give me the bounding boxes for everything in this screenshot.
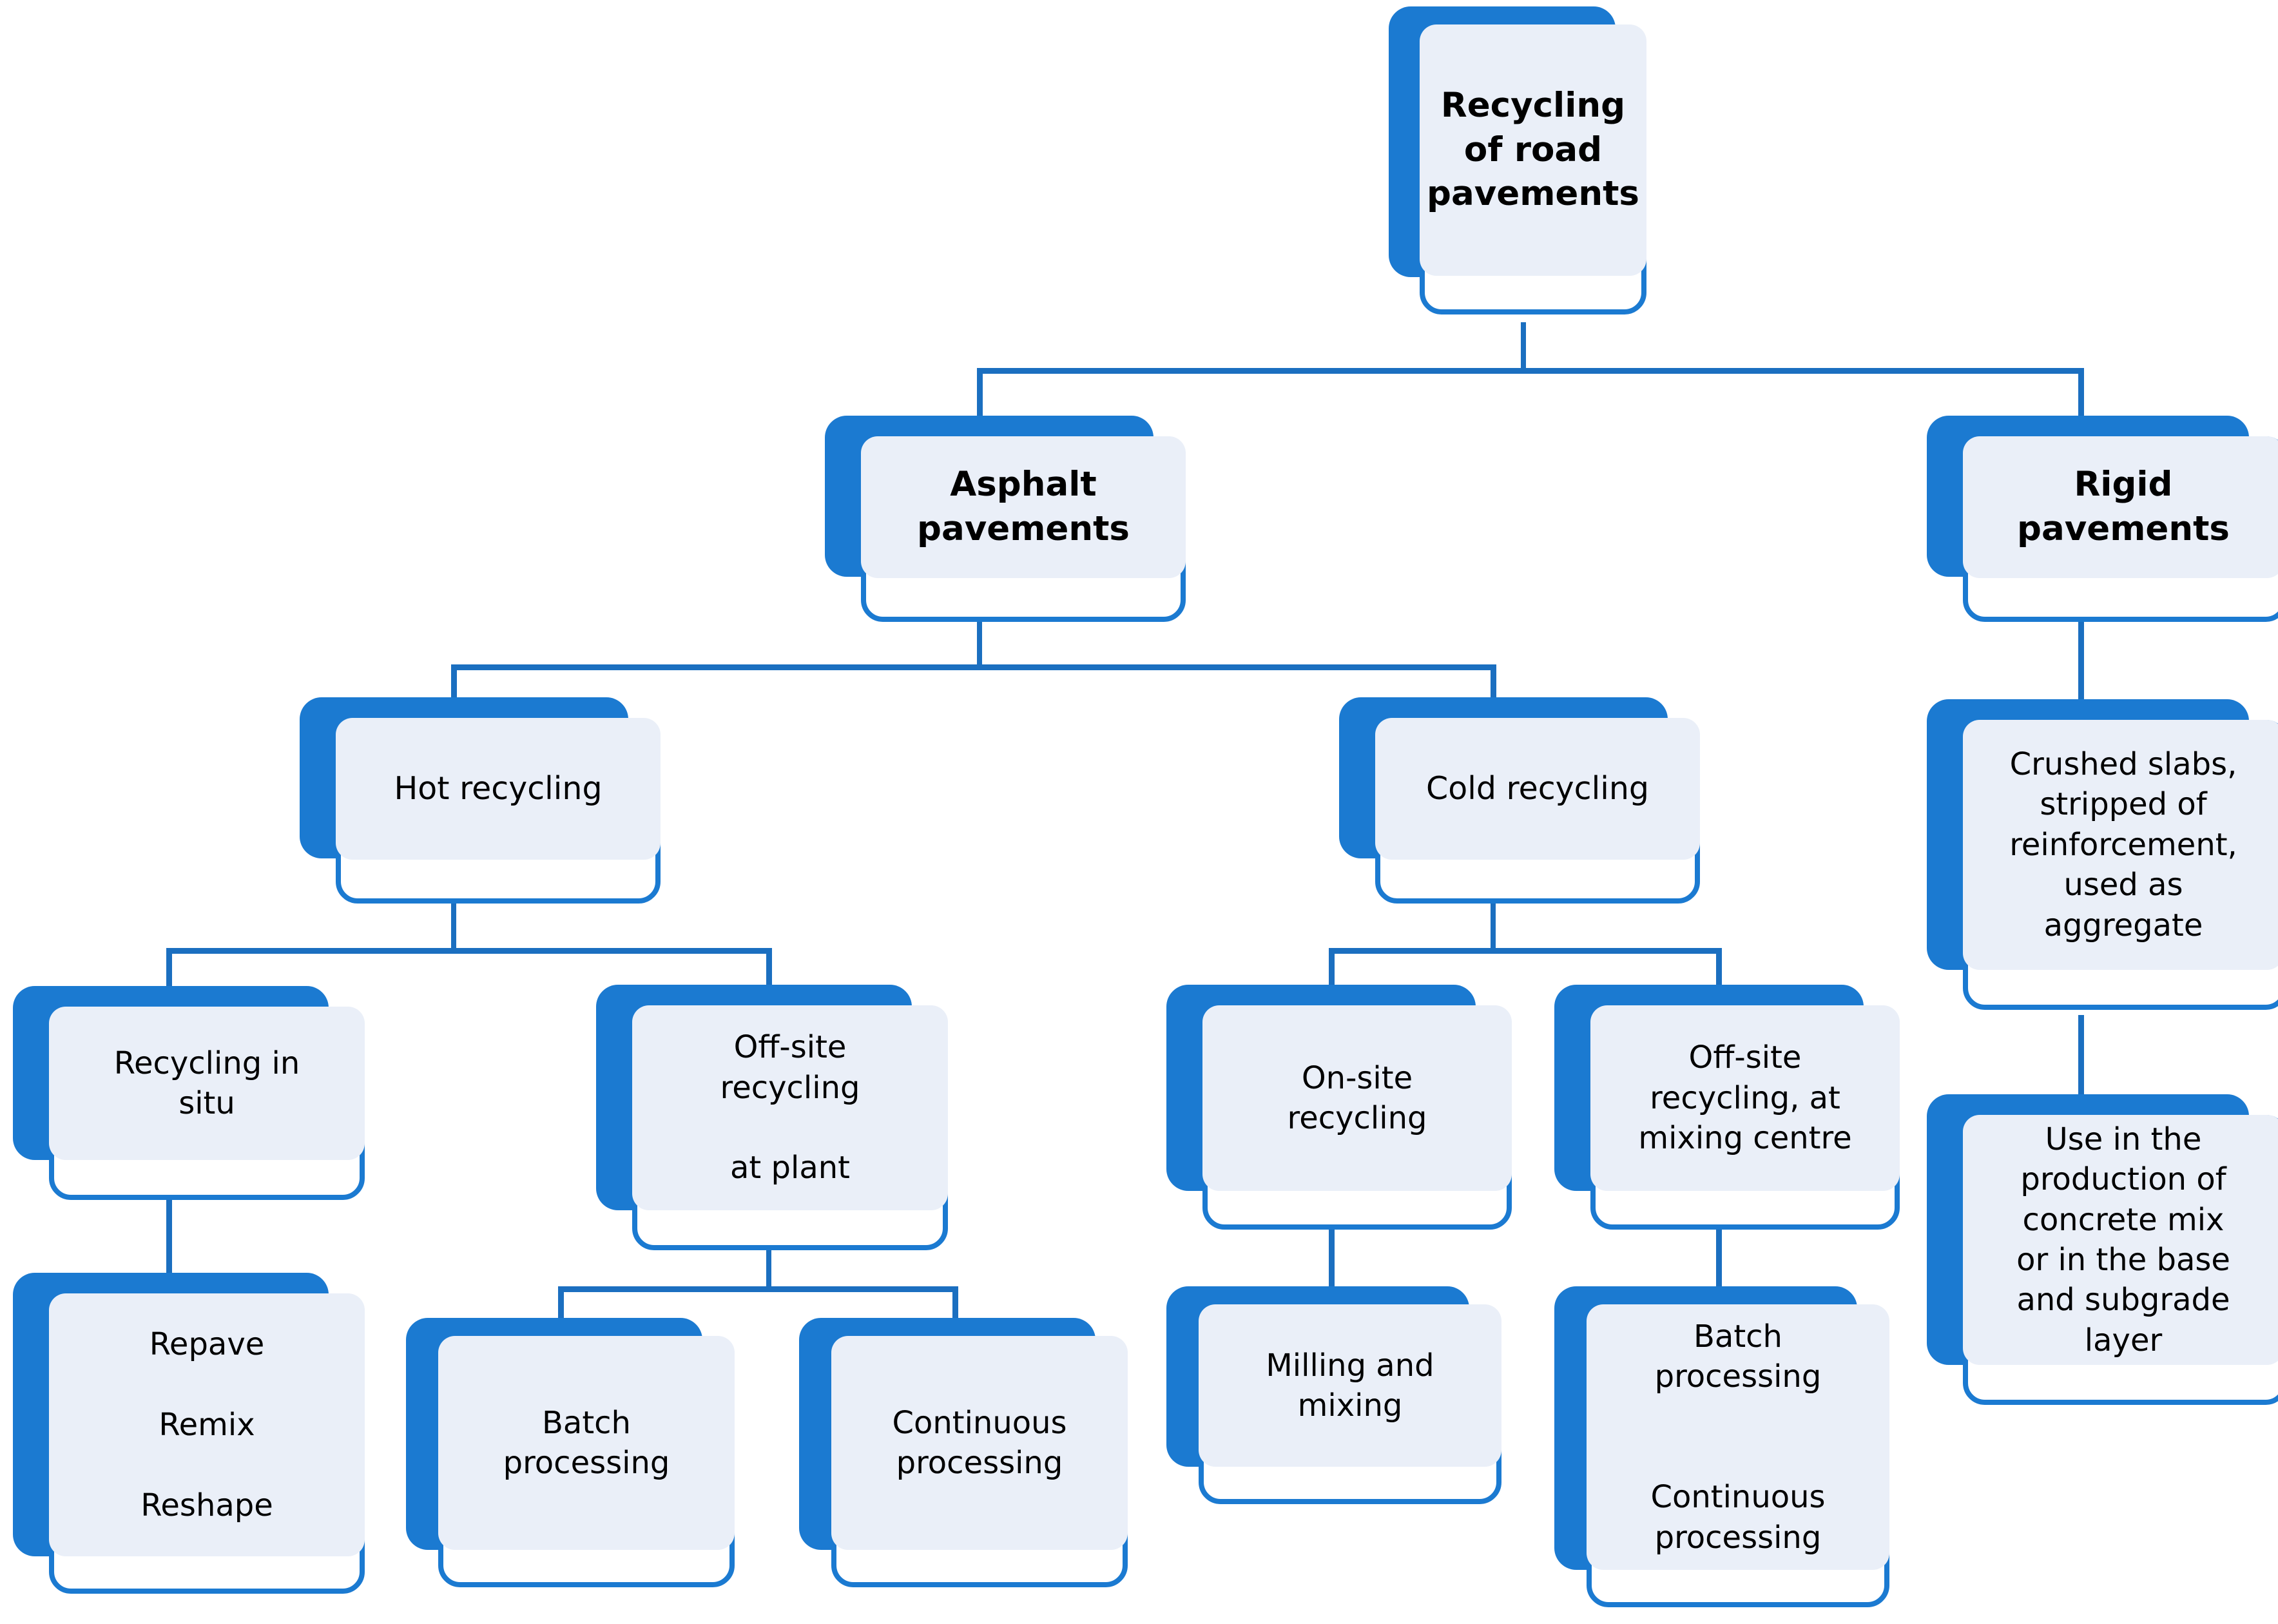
node-label: Asphalt pavements	[861, 436, 1186, 578]
edge-to-recycling-in-situ	[166, 948, 172, 1006]
edge-level3-bus-hot	[166, 948, 772, 954]
edge-rigid-to-crushed	[2078, 619, 2084, 723]
node-label: Use in the production of concrete mix or…	[1963, 1115, 2278, 1365]
edge-to-offsite-mixing	[1716, 948, 1722, 1006]
node-label: Batch processing	[438, 1336, 735, 1550]
node-label: Cold recycling	[1375, 718, 1700, 860]
node-label: Off-site recycling, at mixing centre	[1590, 1005, 1900, 1191]
edge-level2-bus-asphalt	[451, 664, 1496, 670]
edge-to-offsite-plant	[766, 948, 772, 1006]
edge-to-hot-recycling	[451, 664, 457, 722]
node-label: On-site recycling	[1202, 1005, 1512, 1191]
node-continuous-processing-hot[interactable]: Continuous processing	[799, 1318, 1134, 1601]
edge-to-continuous-hot	[952, 1286, 958, 1344]
node-crushed-slabs[interactable]: Crushed slabs, stripped of reinforcement…	[1927, 699, 2278, 1034]
edge-onsite-to-milling	[1329, 1202, 1335, 1292]
node-label: Off-site recycling at plant	[632, 1005, 948, 1210]
edge-level1-bus	[977, 368, 2084, 374]
edge-to-asphalt	[977, 368, 983, 426]
edge-to-batch-hot	[558, 1286, 564, 1344]
node-label: Milling and mixing	[1199, 1304, 1501, 1467]
node-label: Continuous processing	[831, 1336, 1128, 1550]
node-batch-processing-hot[interactable]: Batch processing	[406, 1318, 741, 1601]
node-offsite-recycling-mixing-centre[interactable]: Off-site recycling, at mixing centre	[1554, 985, 1915, 1242]
edge-root-stem	[1521, 322, 1526, 372]
node-onsite-recycling[interactable]: On-site recycling	[1166, 985, 1527, 1242]
node-label: Batch processing Continuous processing	[1587, 1304, 1889, 1570]
edge-situ-to-repave	[166, 1199, 172, 1289]
node-asphalt-pavements[interactable]: Asphalt pavements	[825, 416, 1186, 635]
edge-asphalt-stem	[977, 619, 982, 669]
node-root[interactable]: Recycling of road pavements	[1389, 6, 1659, 329]
edge-crushed-to-use	[2078, 1015, 2084, 1118]
edge-to-cold-recycling	[1491, 664, 1496, 722]
edge-level3-bus-cold	[1329, 948, 1722, 954]
node-repave-remix-reshape[interactable]: Repave Remix Reshape	[13, 1273, 374, 1608]
node-label: Repave Remix Reshape	[49, 1293, 365, 1556]
node-label: Crushed slabs, stripped of reinforcement…	[1963, 720, 2278, 970]
edge-level4-bus-plant	[558, 1286, 958, 1292]
node-label: Recycling of road pavements	[1420, 24, 1646, 276]
node-label: Rigid pavements	[1963, 436, 2278, 578]
edge-to-onsite-recycling	[1329, 948, 1335, 1006]
edge-mixing-to-batchcont	[1716, 1202, 1722, 1292]
node-use-in-production[interactable]: Use in the production of concrete mix or…	[1927, 1094, 2278, 1429]
node-rigid-pavements[interactable]: Rigid pavements	[1927, 416, 2278, 635]
node-batch-continuous-processing-cold[interactable]: Batch processing Continuous processing	[1554, 1286, 1889, 1621]
node-label: Recycling in situ	[49, 1007, 365, 1160]
node-label: Hot recycling	[336, 718, 661, 860]
node-cold-recycling[interactable]: Cold recycling	[1339, 697, 1700, 916]
edge-cold-stem	[1491, 902, 1496, 952]
node-offsite-recycling-at-plant[interactable]: Off-site recycling at plant	[596, 985, 957, 1262]
edge-to-rigid	[2078, 368, 2084, 426]
edge-hot-stem	[451, 902, 456, 952]
node-hot-recycling[interactable]: Hot recycling	[300, 697, 661, 916]
node-milling-and-mixing[interactable]: Milling and mixing	[1166, 1286, 1501, 1518]
node-recycling-in-situ[interactable]: Recycling in situ	[13, 986, 374, 1218]
edge-offsiteplant-stem	[766, 1244, 771, 1290]
